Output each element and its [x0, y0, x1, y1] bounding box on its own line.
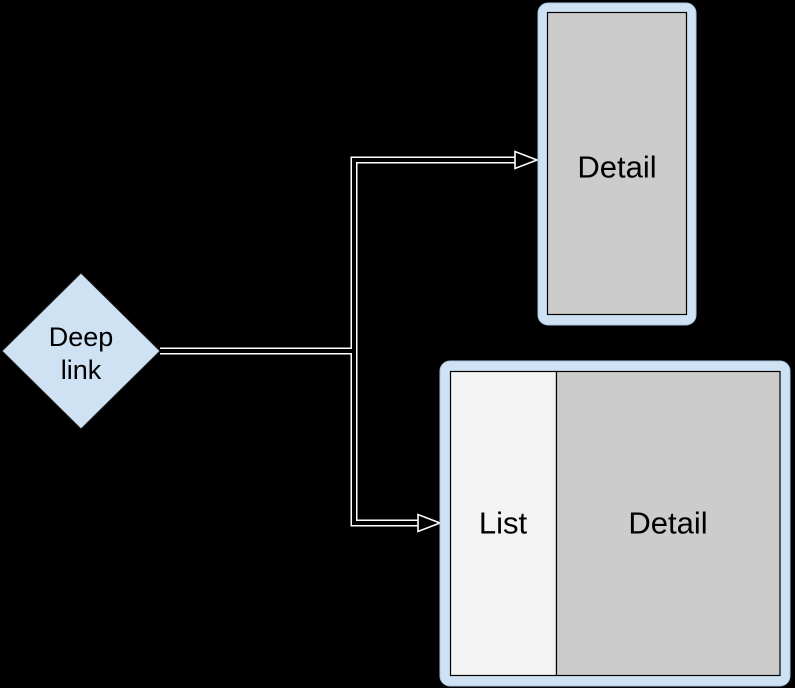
connector-top-branch-core: [352, 158, 517, 351]
list-detail-screen-node: List Detail: [439, 360, 791, 687]
deep-link-label-line1: Deep: [49, 322, 114, 352]
detail-screen-content: [546, 11, 688, 316]
detail-pane-label: Detail: [628, 506, 707, 541]
deep-link-diamond: [1, 272, 161, 430]
connector-bottom-branch-core: [352, 351, 420, 525]
detail-pane: [555, 370, 781, 677]
arrowhead-to-detail-icon: [514, 150, 540, 170]
deep-link-label-line2: link: [61, 355, 102, 385]
arrowhead-to-list-detail-icon: [417, 513, 443, 533]
detail-screen-node: Detail: [537, 2, 697, 326]
connector-cores: [160, 158, 517, 525]
deep-link-node: Deep link: [1, 272, 161, 430]
list-pane-label: List: [479, 506, 528, 541]
list-pane: [449, 370, 558, 677]
detail-screen-label: Detail: [577, 150, 656, 185]
